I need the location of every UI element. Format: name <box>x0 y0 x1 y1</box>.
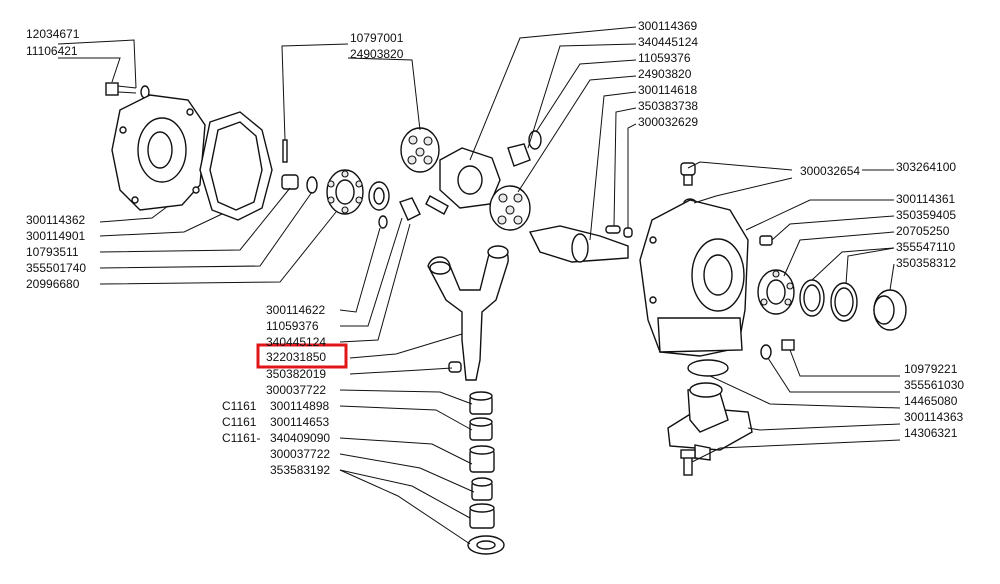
label-300037722-a: 300037722 <box>266 383 326 397</box>
label-300032654: 300032654 <box>800 164 860 178</box>
label-300114361: 300114361 <box>896 192 956 206</box>
bolt-bottom <box>680 449 696 476</box>
label-11106421: 11106421 <box>26 44 78 58</box>
spacer-ring-b <box>830 282 858 322</box>
bush-2 <box>469 417 493 441</box>
label-12034671: 12034671 <box>26 27 80 41</box>
roller-bearing <box>326 169 364 215</box>
label-350358312: 350358312 <box>896 256 956 270</box>
label-355547110: 355547110 <box>896 240 956 254</box>
label-322031850: 322031850 <box>266 350 326 364</box>
gasket <box>199 111 273 221</box>
label-355561030: 355561030 <box>904 378 964 392</box>
label-353583192: 353583192 <box>270 463 330 477</box>
label-300032629: 300032629 <box>638 115 698 129</box>
label-340445124-b: 340445124 <box>266 335 326 349</box>
label-300114653: 300114653 <box>270 415 330 429</box>
part-labels: 12034671 11106421 10797001 24903820 3001… <box>26 19 964 477</box>
dowel-pins <box>605 225 633 238</box>
base-flange <box>667 382 753 461</box>
label-303264100: 303264100 <box>896 160 956 174</box>
seal-ring <box>368 181 390 211</box>
label-11059376-a: 11059376 <box>638 51 691 65</box>
label-300114901: 300114901 <box>26 229 86 243</box>
label-20996680: 20996680 <box>26 277 80 291</box>
label-350382019: 350382019 <box>266 367 326 381</box>
label-24903820-b: 24903820 <box>638 67 692 81</box>
label-11059376-b: 11059376 <box>266 319 319 333</box>
label-20705250: 20705250 <box>896 224 950 238</box>
label-340445124-a: 340445124 <box>638 35 698 49</box>
label-300114622: 300114622 <box>266 303 326 317</box>
label-350383738: 350383738 <box>638 99 698 113</box>
split-pin <box>282 139 288 163</box>
bush-4 <box>471 477 493 501</box>
label-300114363: 300114363 <box>904 410 964 424</box>
washer-small <box>306 176 318 194</box>
label-300114369: 300114369 <box>638 19 698 33</box>
bearing-right <box>757 269 795 315</box>
label-355501740: 355501740 <box>26 261 86 275</box>
bolt-right <box>760 339 795 360</box>
label-300037722-b: 300037722 <box>270 447 330 461</box>
end-cover <box>111 94 206 211</box>
label-340409090: 340409090 <box>270 431 330 445</box>
yoke-upper <box>425 147 501 215</box>
label-c1161-c: C1161- <box>222 431 260 445</box>
bushing <box>399 197 421 221</box>
bush-3 <box>469 445 495 473</box>
leader-lines <box>57 26 901 545</box>
fork-shaft-322031850 <box>427 245 509 381</box>
label-300114898: 300114898 <box>270 399 330 413</box>
bottom-bearing <box>467 535 505 555</box>
label-10793511: 10793511 <box>26 245 79 259</box>
spider-bearing-lower <box>489 185 531 231</box>
label-14306321: 14306321 <box>904 426 958 440</box>
highlight-box <box>256 343 348 369</box>
label-300114618: 300114618 <box>638 83 698 97</box>
label-300114362: 300114362 <box>26 213 86 227</box>
label-10797001: 10797001 <box>350 31 404 45</box>
spacer-ring-a <box>799 279 825 317</box>
label-350359405: 350359405 <box>896 208 956 222</box>
plug-screw <box>759 235 773 246</box>
bush-1 <box>469 391 493 415</box>
key-pin <box>448 361 462 373</box>
circlip <box>378 215 388 229</box>
stub-shaft <box>528 225 629 263</box>
label-10979221: 10979221 <box>904 362 958 376</box>
part-drawings <box>105 82 907 555</box>
label-24903820-a: 24903820 <box>350 47 404 61</box>
o-ring <box>687 359 729 377</box>
label-c1161-b: C1161 <box>222 415 257 429</box>
spider-bearing-upper <box>400 127 440 173</box>
nut <box>281 174 299 190</box>
label-c1161-a: C1161 <box>222 399 257 413</box>
needle-cup <box>507 143 531 167</box>
seal-cup-right <box>873 289 907 331</box>
bush-5 <box>469 503 495 529</box>
steering-housing <box>639 199 749 357</box>
bolt-left <box>105 82 150 99</box>
label-14465080: 14465080 <box>904 394 958 408</box>
